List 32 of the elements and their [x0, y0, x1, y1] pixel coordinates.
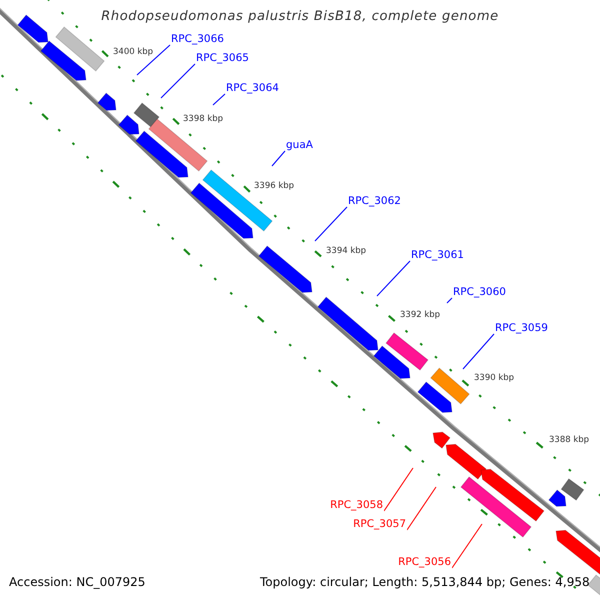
- position-label: 3396 kbp: [254, 181, 294, 191]
- gene-label: RPC_3066: [170, 33, 225, 45]
- leader-line: [314, 206, 348, 242]
- leader-line: [376, 260, 410, 296]
- leader-line: [406, 486, 436, 530]
- position-label: 3392 kbp: [400, 310, 440, 320]
- position-label: 3394 kbp: [326, 246, 366, 256]
- position-label: 3388 kbp: [549, 435, 590, 445]
- gene-label: RPC_3056: [397, 556, 452, 568]
- gene-label: RPC_3064: [225, 82, 280, 94]
- diagram-title: Rhodopseudomonas palustris BisB18, complete genome: [100, 9, 500, 25]
- gene-label: RPC_3065: [195, 52, 250, 64]
- gene-label: RPC_3058: [329, 499, 384, 511]
- leader-line: [384, 468, 414, 512]
- gene-label: RPC_3062: [347, 195, 402, 207]
- leader-line: [446, 298, 452, 304]
- position-label: 3400 kbp: [113, 47, 154, 57]
- gene-label: RPC_3061: [410, 249, 465, 261]
- gene-label: RPC_3057: [352, 518, 407, 530]
- leader-line: [160, 64, 196, 98]
- footer-text: Accession: NC_007925: [9, 575, 146, 589]
- leader-line: [452, 524, 482, 568]
- leader-line: [212, 94, 226, 106]
- gene-label: RPC_3060: [452, 286, 507, 298]
- footer-text: Topology: circular; Length: 5,513,844 bp; Genes: 4,958: [260, 575, 590, 589]
- leader-line: [462, 334, 494, 370]
- position-label: 3398 kbp: [183, 114, 224, 124]
- gene-label: guaA: [285, 139, 314, 151]
- leader-line: [136, 44, 170, 76]
- leader-line: [272, 150, 286, 166]
- gene-label: RPC_3059: [494, 322, 549, 334]
- position-label: 3390 kbp: [474, 373, 514, 383]
